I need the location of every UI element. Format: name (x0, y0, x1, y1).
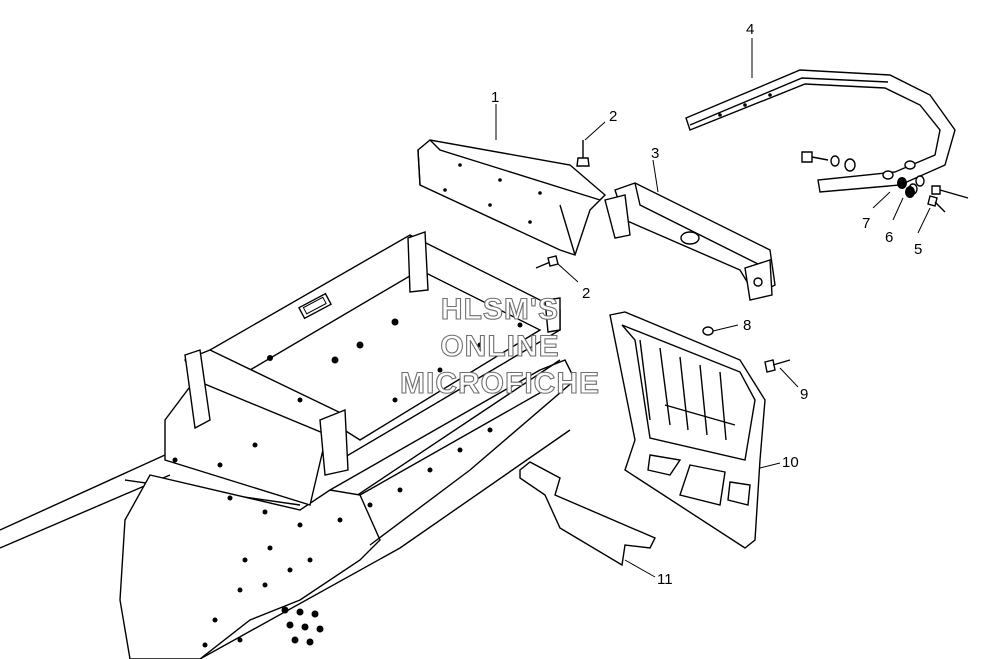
leader-lines (495, 38, 931, 578)
part-2-rivet-upper (576, 140, 590, 167)
callout-2-upper: 2 (609, 108, 617, 125)
callout-1: 1 (491, 89, 499, 106)
tunnel-chassis (0, 231, 576, 659)
callout-4: 4 (746, 21, 754, 38)
part-8-washer (702, 326, 714, 336)
watermark-line-1: HLSM'S (441, 293, 559, 326)
watermark-line-3: MICROFICHE (400, 367, 600, 400)
callout-9: 9 (800, 386, 808, 403)
part-6-washers (830, 155, 925, 195)
callout-3: 3 (651, 145, 659, 162)
part-3-bracket (604, 182, 776, 301)
part-9-rivet (764, 359, 791, 373)
callout-labels: 1 2 2 3 4 5 6 7 8 9 10 11 (491, 21, 922, 588)
part-2-rivet-lower (535, 255, 559, 269)
part-1-seat-back (417, 139, 607, 256)
watermark-line-2: ONLINE (440, 330, 559, 363)
callout-5: 5 (914, 241, 922, 258)
part-11-flap-plate (519, 461, 656, 567)
callout-6: 6 (885, 229, 893, 246)
callout-8: 8 (743, 317, 751, 334)
callout-7: 7 (862, 215, 870, 232)
part-10-snow-flap (609, 311, 766, 549)
watermark: HLSM'S ONLINE MICROFICHE (399, 292, 600, 400)
part-5-bolts (801, 151, 969, 213)
callout-11: 11 (657, 571, 673, 588)
part-7-nuts (844, 158, 915, 198)
part-4-grab-bar (685, 69, 956, 193)
callout-2-lower: 2 (582, 285, 590, 302)
callout-10: 10 (782, 454, 799, 471)
